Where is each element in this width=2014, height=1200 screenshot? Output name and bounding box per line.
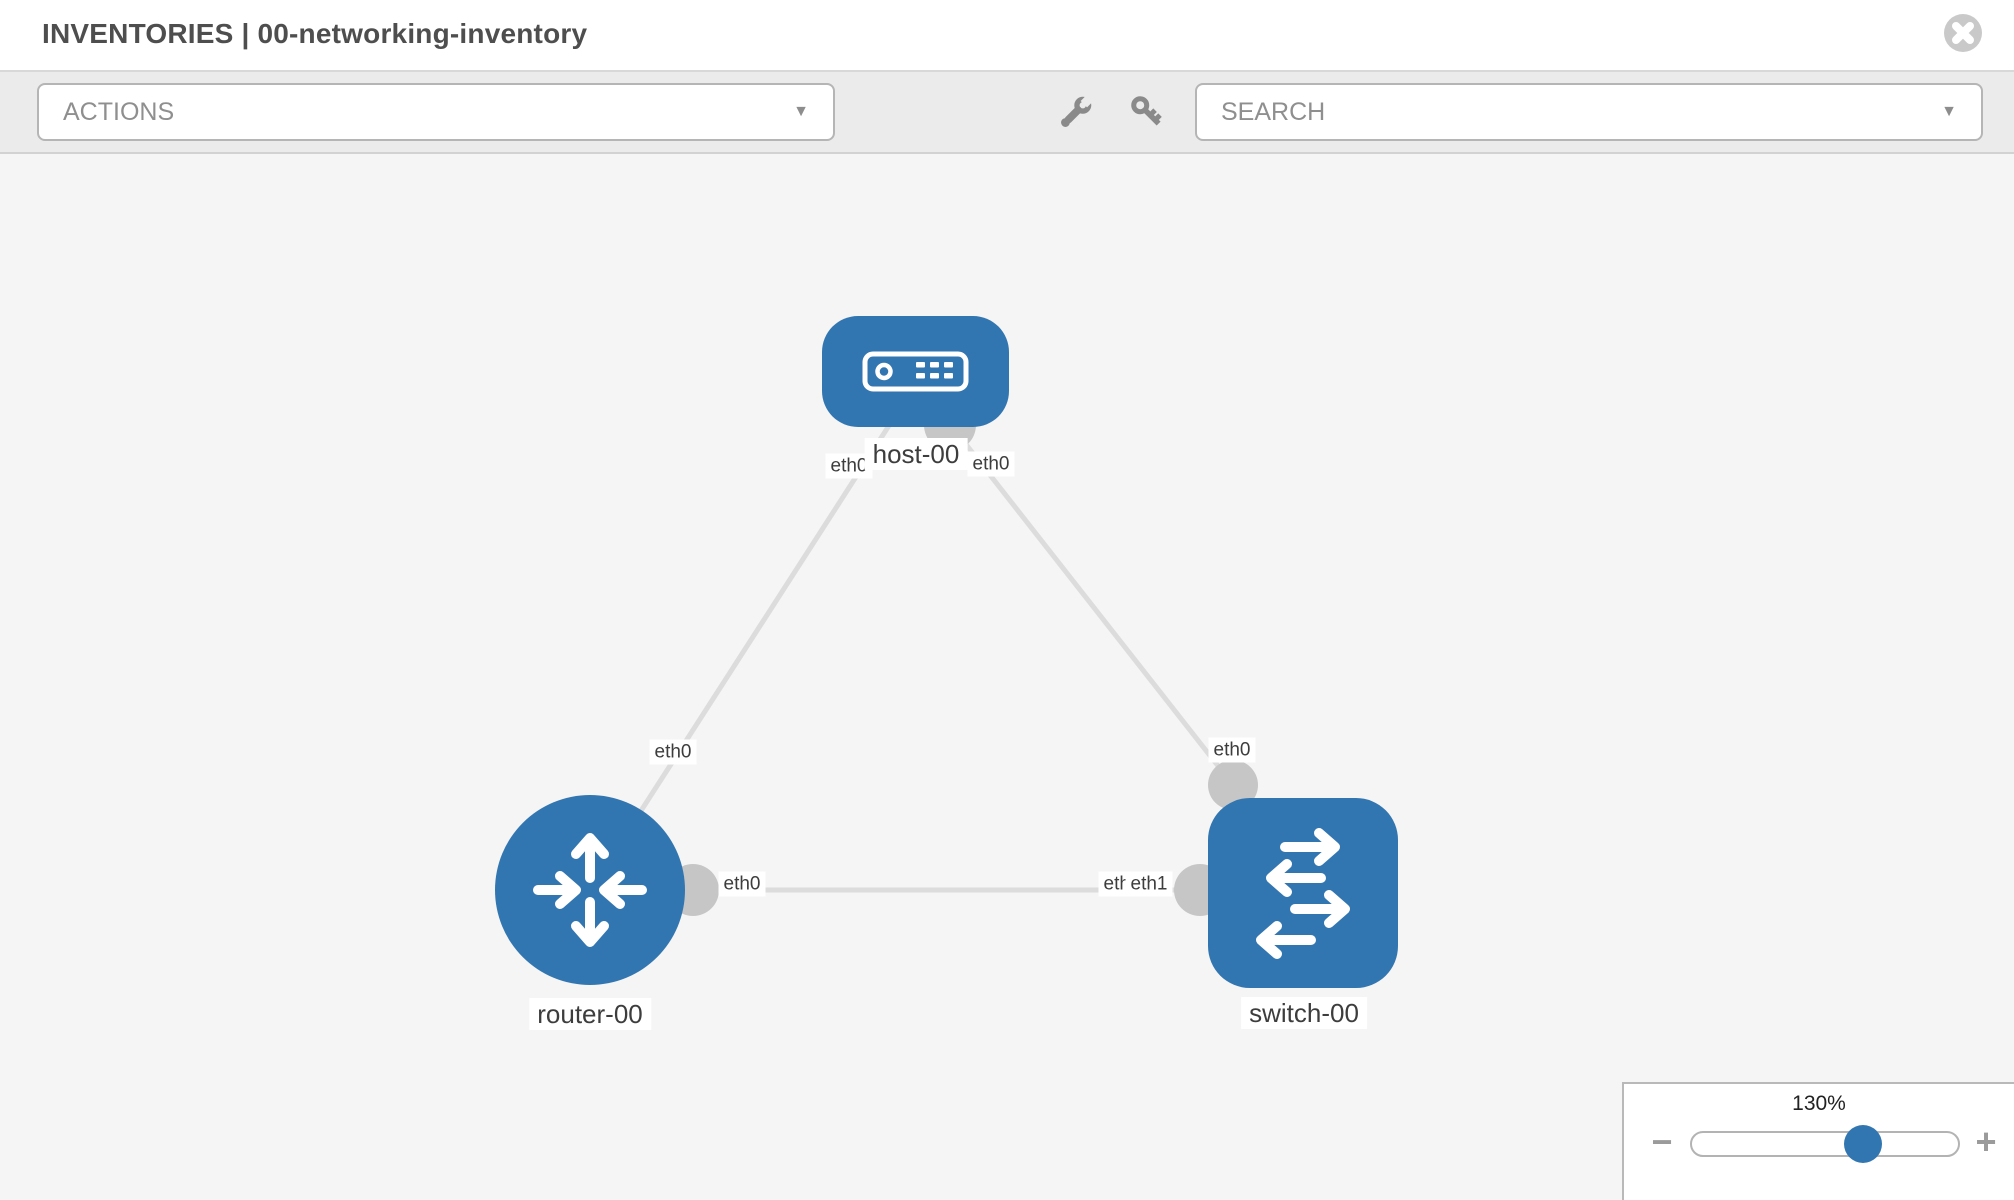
wrench-icon[interactable] <box>1053 91 1097 135</box>
modal-header: INVENTORIES | 00-networking-inventory <box>0 0 2014 72</box>
page-title: INVENTORIES | 00-networking-inventory <box>42 18 588 49</box>
actions-dropdown-label: ACTIONS <box>63 97 175 126</box>
search-input-placeholder: SEARCH <box>1221 97 1326 126</box>
key-icon[interactable] <box>1126 91 1170 135</box>
topology-canvas: host-00 router-00 switch-00 eth0 eth0 et… <box>0 154 2014 1200</box>
node-switch-00[interactable] <box>1208 798 1398 988</box>
node-label-router-00: router-00 <box>529 998 651 1030</box>
node-label-switch-00: switch-00 <box>1241 997 1367 1029</box>
zoom-level-value: 130% <box>1792 1092 1846 1115</box>
search-dropdown[interactable]: SEARCH ▼ <box>1195 83 1983 141</box>
interface-connector-switch-eth0 <box>1208 760 1258 810</box>
zoom-control-panel: 130% − + <box>1622 1082 2014 1200</box>
node-host-00[interactable] <box>822 316 1009 427</box>
iface-label-router-eth0-to-host: eth0 <box>649 739 697 765</box>
zoom-slider-knob[interactable] <box>1844 1125 1882 1163</box>
actions-dropdown[interactable]: ACTIONS ▼ <box>37 83 835 141</box>
router-icon <box>533 833 647 947</box>
zoom-in-button[interactable]: + <box>1975 1121 1997 1162</box>
node-label-host-00: host-00 <box>864 438 968 470</box>
chevron-down-icon: ▼ <box>793 103 809 120</box>
zoom-slider-row: − + <box>1624 1124 2014 1164</box>
zoom-out-button[interactable]: − <box>1651 1121 1673 1162</box>
toolbar: ACTIONS ▼ SEARCH ▼ <box>0 72 2014 154</box>
close-icon[interactable] <box>1943 13 1983 53</box>
iface-label-host-eth0-to-switch: eth0 <box>967 451 1015 477</box>
switch-icon <box>1256 828 1350 959</box>
node-router-00[interactable] <box>495 795 685 985</box>
link-host-switch[interactable] <box>948 422 1235 787</box>
zoom-slider-track[interactable] <box>1690 1125 1960 1163</box>
chevron-down-icon: ▼ <box>1941 103 1957 120</box>
iface-label-switch-eth0-to-host: eth0 <box>1208 737 1256 763</box>
iface-label-switch-eth1-to-router: eth1 <box>1125 871 1173 897</box>
host-icon <box>862 351 969 392</box>
iface-label-router-eth0-to-switch: eth0 <box>718 871 766 897</box>
